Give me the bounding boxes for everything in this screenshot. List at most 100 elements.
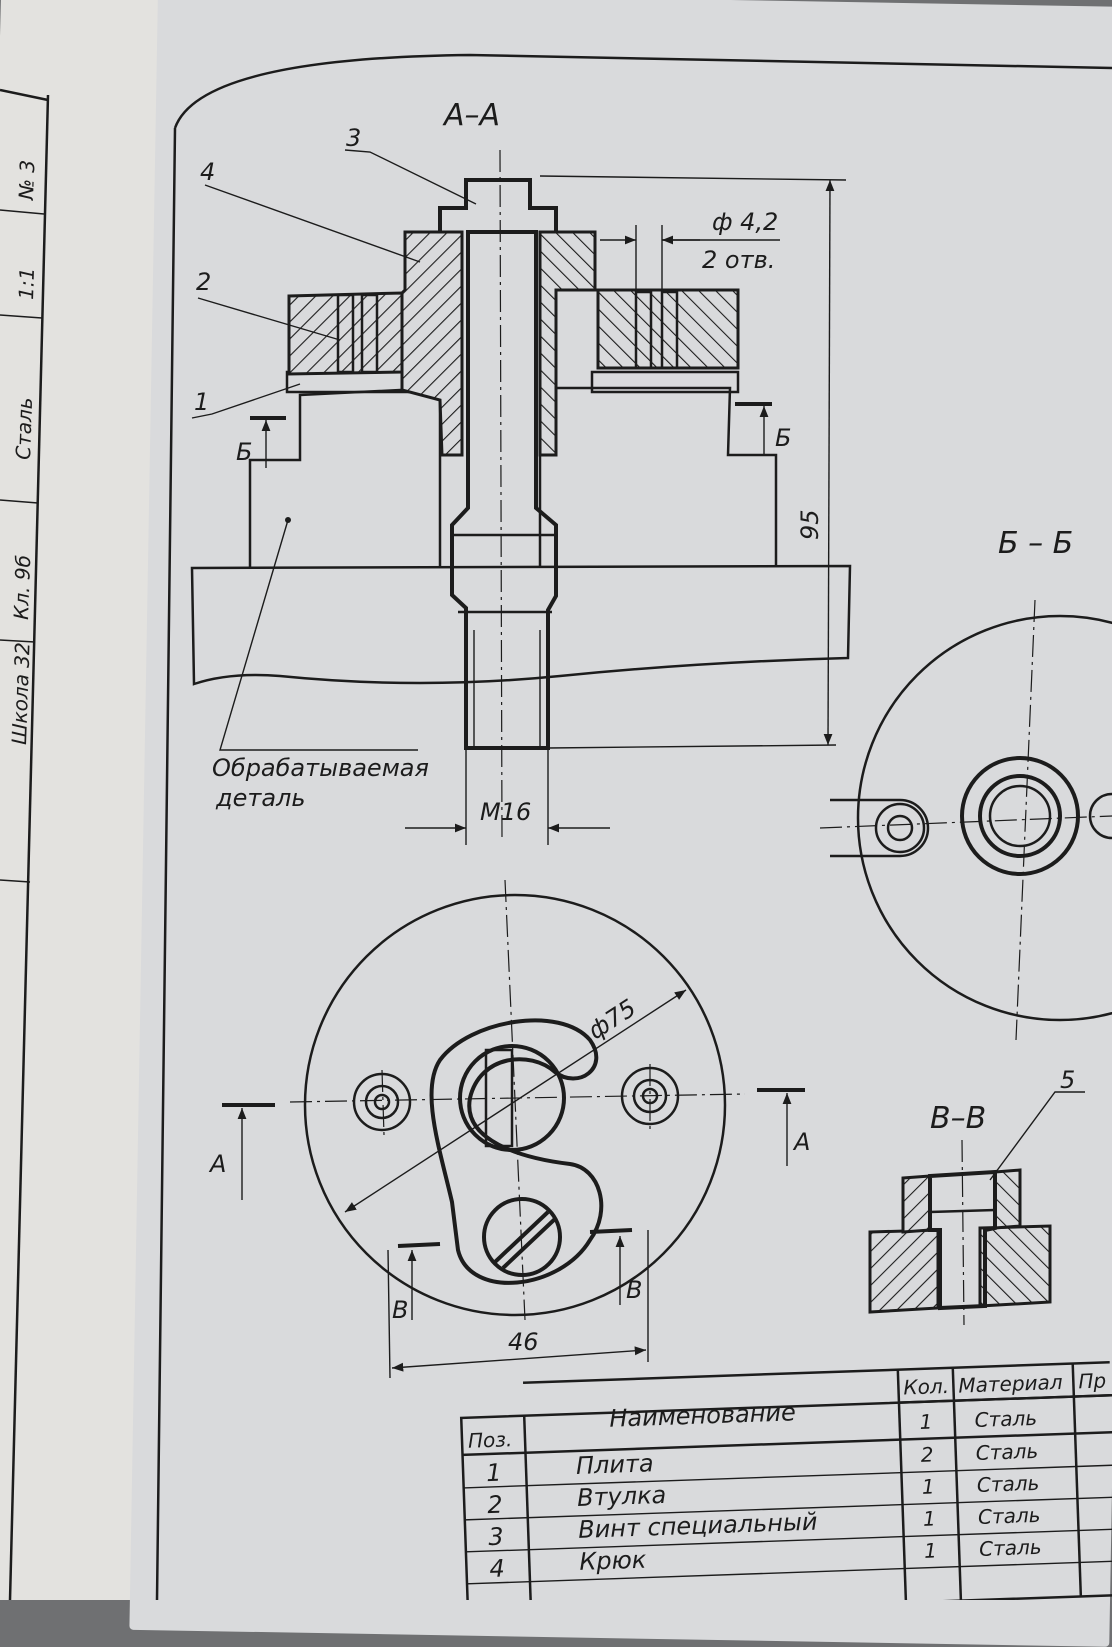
bushing-hole-3 — [634, 290, 653, 370]
leader-1-label: 1 — [194, 388, 209, 416]
svg-text:Сталь: Сталь — [979, 1535, 1042, 1561]
title-block-class: Кл. 9б — [9, 555, 35, 621]
title-block-school: Школа 32 — [7, 642, 35, 745]
leader-4-label: 4 — [200, 158, 215, 186]
plan-bushing-left-inner — [373, 1093, 391, 1111]
svg-text:2: 2 — [920, 1442, 934, 1466]
bom-row-line-5 — [466, 1560, 1112, 1585]
bom-col-3 — [951, 1367, 963, 1600]
hub-right — [538, 230, 597, 457]
workpiece-leader — [219, 519, 418, 751]
svg-text:2: 2 — [487, 1491, 503, 1520]
bom-header-pos: Поз. — [468, 1427, 513, 1453]
title-block-scale: 1:1 — [14, 267, 39, 300]
leader-5 — [989, 1091, 1085, 1181]
svg-text:Сталь: Сталь — [978, 1503, 1041, 1529]
bom-header-material: Материал — [958, 1370, 1063, 1398]
svg-text:Сталь: Сталь — [975, 1439, 1038, 1465]
b-b-hub — [960, 756, 1080, 876]
leader-2-label: 2 — [196, 268, 211, 296]
svg-text:1: 1 — [924, 1538, 938, 1562]
svg-text:Плита: Плита — [575, 1449, 654, 1480]
svg-text:4: 4 — [489, 1555, 505, 1584]
leader-4 — [204, 184, 421, 263]
title-block: № 3 1:1 Сталь Кл. 9б Школа 32 — [0, 88, 50, 1600]
cut-mark-b-left: Б — [236, 416, 286, 468]
v-v-bushing-left — [901, 1174, 932, 1234]
height-dim-line — [823, 179, 835, 746]
svg-text:В: В — [392, 1296, 408, 1324]
table-row: Втулка 2 Сталь 2 — [487, 1439, 1039, 1520]
svg-text:1: 1 — [919, 1410, 933, 1434]
height-ext-bottom — [547, 744, 837, 749]
svg-text:А: А — [792, 1128, 810, 1156]
bom-header-sub — [898, 1394, 1111, 1404]
table-row: Винт специальный 1 Сталь 3 — [488, 1471, 1040, 1552]
plan-bushing-left-mid — [364, 1084, 400, 1120]
plan-outer-circle — [303, 893, 727, 1317]
thread-label: М16 — [480, 798, 531, 826]
svg-text:1: 1 — [921, 1474, 935, 1498]
section-b-b: Б – Б — [819, 526, 1112, 1041]
plan-centre-bushing-left — [381, 1069, 385, 1136]
bom-header-note: Пр — [1078, 1368, 1107, 1393]
height-label: 95 — [796, 509, 824, 540]
svg-text:А: А — [208, 1150, 226, 1178]
v-v-screw — [928, 1169, 997, 1311]
b-b-bushing-right — [1088, 792, 1112, 840]
plan-width-dim-line — [391, 1346, 647, 1372]
b-b-screw — [988, 784, 1052, 848]
plan-lower-screw-slot-2 — [501, 1216, 558, 1270]
workpiece-outline — [248, 386, 778, 568]
bom-frame — [459, 1392, 1112, 1600]
workpiece-label-line2: деталь — [215, 784, 306, 812]
bom-top-line — [522, 1361, 1110, 1385]
screw-head — [438, 178, 558, 232]
svg-text:Втулка: Втулка — [577, 1481, 667, 1512]
b-b-centre-horizontal — [819, 815, 1112, 829]
bom-header-name: Наименование — [609, 1398, 796, 1432]
bom-header-qty: Кол. — [903, 1374, 949, 1400]
part-1-plate-right — [590, 370, 740, 394]
leader-2 — [197, 297, 341, 341]
bom-col-4 — [1071, 1363, 1083, 1597]
plan-diameter-line — [344, 989, 687, 1213]
svg-text:Сталь: Сталь — [976, 1471, 1039, 1497]
table-row: 1 Сталь — [924, 1535, 1042, 1563]
section-v-v-title: В–В — [930, 1101, 986, 1136]
bom-row-line-3 — [464, 1496, 1112, 1521]
cut-mark-v-left: В — [392, 1242, 441, 1324]
v-v-base-left — [868, 1228, 940, 1314]
section-v-v: В–В 5 — [868, 1066, 1085, 1326]
v-v-base-right — [978, 1224, 1052, 1308]
svg-text:Сталь: Сталь — [974, 1406, 1037, 1432]
b-b-centre-vertical — [1015, 599, 1036, 1041]
workpiece-label-line1: Обрабатываемая — [212, 754, 429, 782]
plan-view: ф75 46 А А В В — [208, 879, 810, 1379]
leader-3 — [344, 149, 477, 205]
svg-text:3: 3 — [488, 1523, 504, 1552]
svg-text:Винт специальный: Винт специальный — [578, 1508, 818, 1544]
svg-text:1: 1 — [486, 1459, 502, 1488]
table-row: Плита 1 Сталь 1 — [486, 1406, 1038, 1488]
v-v-centre — [961, 1139, 965, 1326]
title-block-number: № 3 — [14, 159, 39, 201]
plan-width-ext-left — [387, 1249, 391, 1379]
clamp-body-right — [596, 288, 740, 370]
title-block-material: Сталь — [11, 397, 37, 460]
cut-mark-v-right: В — [589, 1228, 642, 1305]
base-plate — [190, 564, 852, 686]
b-b-hub-bore — [978, 774, 1062, 858]
drawing-frame — [155, 53, 1112, 1600]
workpiece-leader-dot — [285, 517, 291, 523]
technical-drawing: № 3 1:1 Сталь Кл. 9б Школа 32 А–А — [0, 53, 1112, 1600]
bom-row-line-1 — [462, 1430, 1112, 1457]
cut-mark-a-left: А — [208, 1103, 275, 1200]
cut-mark-a-right: А — [757, 1088, 810, 1166]
bushing-hole-1 — [336, 293, 355, 374]
b-b-slot — [830, 798, 930, 858]
v-v-bushing-right — [993, 1168, 1022, 1230]
bom-row-line-4 — [465, 1528, 1112, 1553]
b-b-bushing-outer — [874, 802, 926, 854]
hole-diameter-label: ф 4,2 — [712, 208, 778, 236]
